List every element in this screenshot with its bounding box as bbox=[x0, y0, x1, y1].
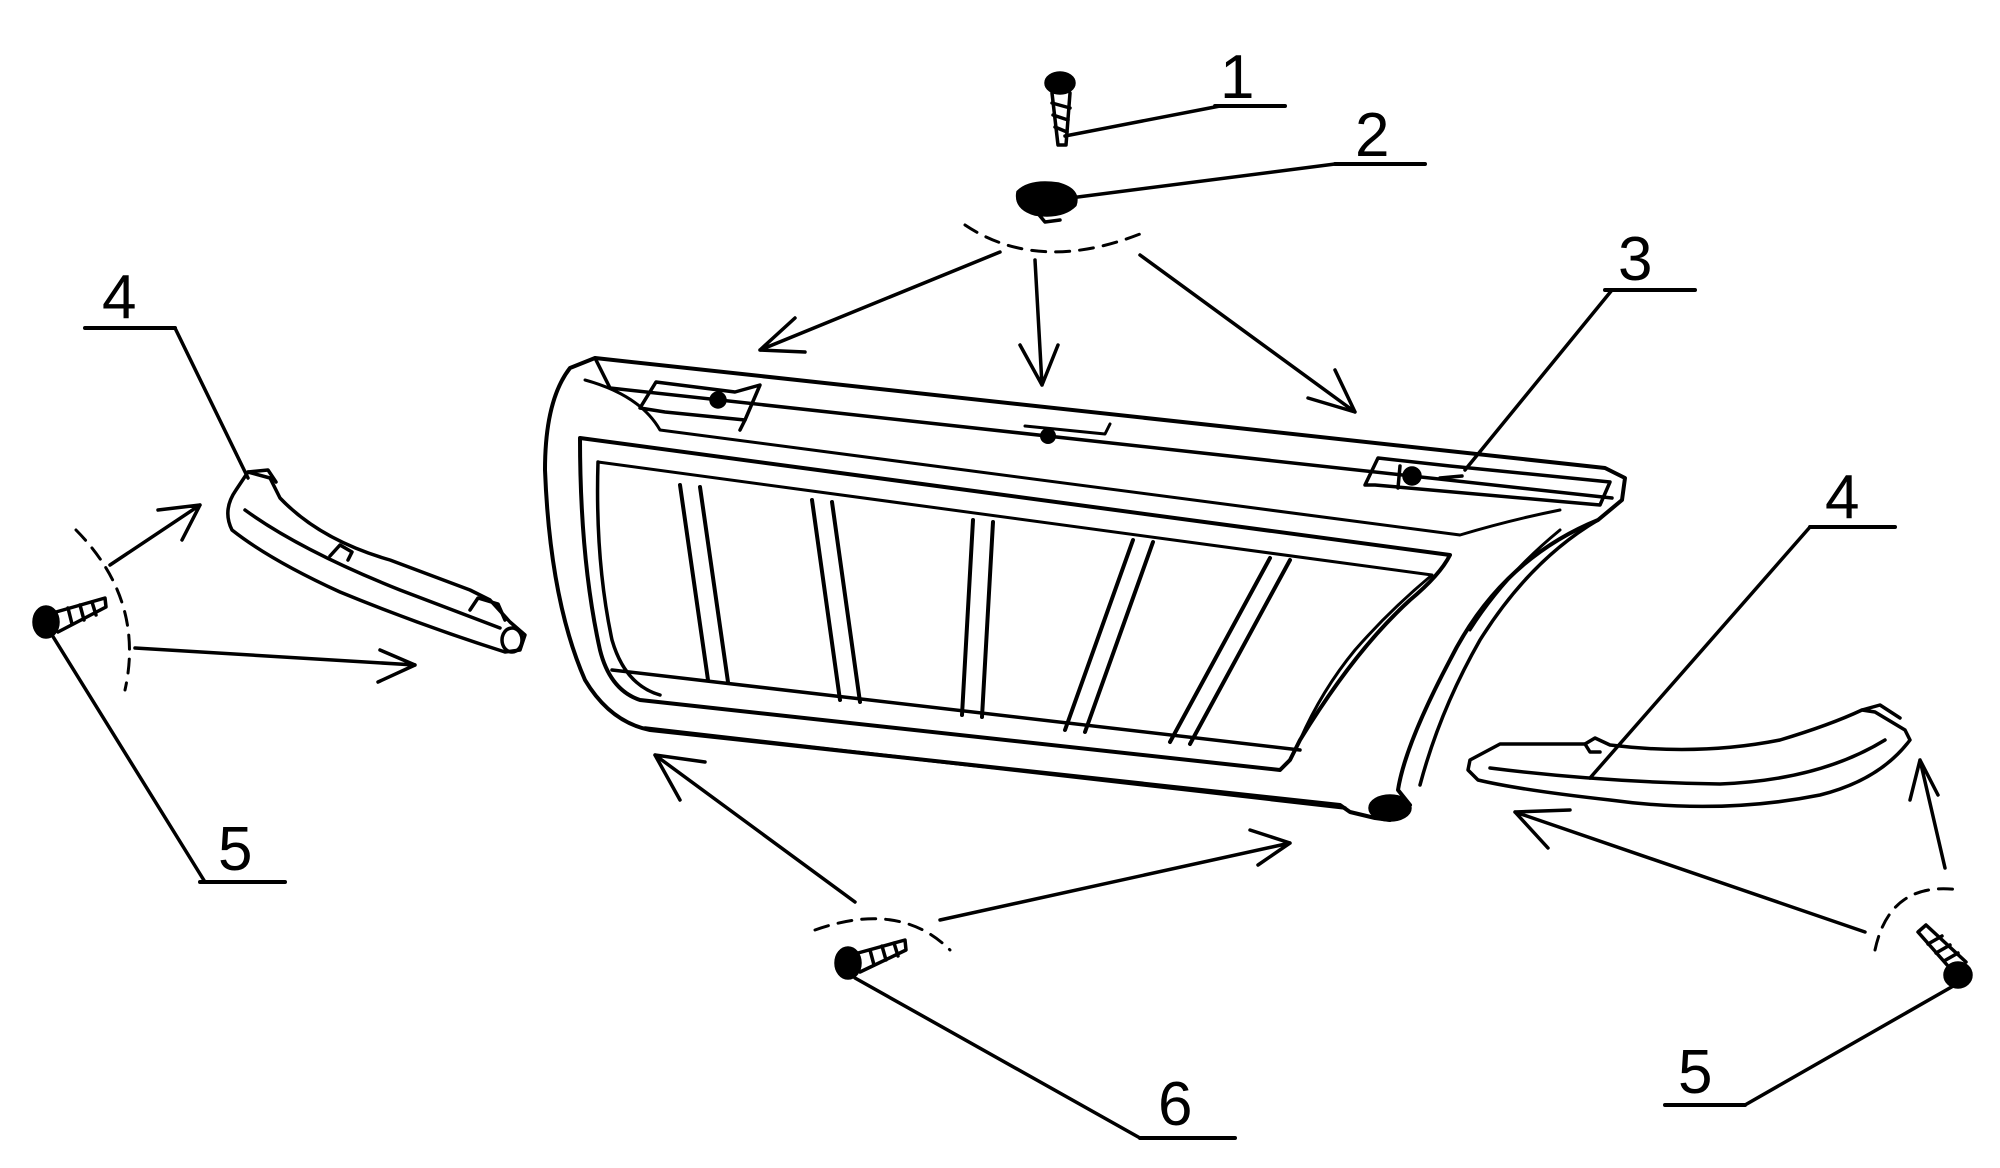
arrow-screw-to-grille-left bbox=[653, 753, 857, 904]
grille-slat bbox=[1083, 540, 1155, 734]
callout-5-left: 5 bbox=[50, 633, 287, 884]
screw-part-1 bbox=[1044, 71, 1076, 147]
arrow-clip-to-left-tab bbox=[758, 250, 1002, 354]
grille-top-ledge-inner bbox=[583, 378, 1562, 537]
assembly-arrows bbox=[108, 250, 1947, 934]
arrow-screw-to-left-trim-top bbox=[108, 503, 202, 567]
callout-label-2: 2 bbox=[1355, 101, 1389, 170]
grille-slat bbox=[830, 500, 862, 704]
grille-bottom-pivot bbox=[1368, 794, 1412, 822]
callout-1: 1 bbox=[1063, 43, 1287, 138]
arrow-screw-to-left-trim-end bbox=[133, 646, 417, 684]
grille-bottom-edge bbox=[643, 726, 1347, 810]
grille-inner-frame bbox=[578, 436, 1452, 772]
grille-inner-frame-lip bbox=[596, 460, 1434, 742]
callout-label-1: 1 bbox=[1220, 43, 1254, 112]
screw-part-6 bbox=[834, 938, 908, 980]
placement-arc-top bbox=[963, 223, 1147, 254]
grille-mount-tab-right bbox=[1363, 456, 1612, 507]
grille-slat bbox=[1168, 556, 1272, 744]
grille-center-mount-hole bbox=[1040, 428, 1056, 444]
grille-outer-shell bbox=[543, 356, 1627, 822]
grille-slat bbox=[678, 483, 710, 682]
callout-label-4-left: 4 bbox=[102, 263, 136, 332]
callout-2: 2 bbox=[1068, 101, 1427, 200]
grille-slat bbox=[1188, 558, 1292, 746]
placement-arc-right bbox=[1873, 887, 1962, 952]
placement-arc-bottom bbox=[813, 917, 952, 952]
placement-arc-left bbox=[74, 528, 131, 692]
grille-right-return bbox=[1418, 518, 1600, 787]
arrow-clip-to-right-tab bbox=[1138, 253, 1357, 414]
callout-label-4-right: 4 bbox=[1825, 463, 1859, 532]
callout-label-5-left: 5 bbox=[218, 815, 252, 884]
callout-3: 3 bbox=[1463, 225, 1697, 472]
callout-4-right: 4 bbox=[1588, 463, 1897, 780]
arrow-screw-to-right-trim bbox=[1513, 808, 1867, 934]
grille-mount-tab-left bbox=[638, 380, 762, 432]
grille-opening-left bbox=[595, 460, 662, 697]
callout-5-right: 5 bbox=[1663, 983, 1957, 1107]
trim-strip-right bbox=[1466, 703, 1912, 809]
callout-label-6: 6 bbox=[1158, 1070, 1192, 1139]
arrow-screw-to-right-trim-tip bbox=[1908, 758, 1947, 870]
grille-slat bbox=[698, 485, 730, 684]
screw-part-5-left bbox=[32, 596, 108, 639]
arrow-screw-to-grille-right bbox=[938, 828, 1292, 922]
grille-slat bbox=[810, 498, 842, 702]
grille-right-return-inner bbox=[1468, 528, 1562, 632]
clip-part-2 bbox=[1015, 181, 1078, 224]
grille-slat bbox=[960, 518, 975, 717]
screw-part-5-right bbox=[1916, 923, 1973, 989]
grille-center-mount bbox=[1023, 422, 1112, 436]
callout-6: 6 bbox=[853, 976, 1237, 1140]
grille-slat bbox=[980, 520, 995, 719]
arrow-clip-to-center bbox=[1018, 258, 1060, 387]
trim-strip-left bbox=[226, 468, 527, 654]
grille-slat bbox=[1063, 538, 1135, 732]
callout-4-left: 4 bbox=[83, 263, 250, 480]
callout-label-3: 3 bbox=[1618, 225, 1652, 294]
grille-assembly bbox=[543, 356, 1627, 822]
callout-label-5-right: 5 bbox=[1678, 1038, 1712, 1107]
grille-slats bbox=[678, 483, 1292, 746]
